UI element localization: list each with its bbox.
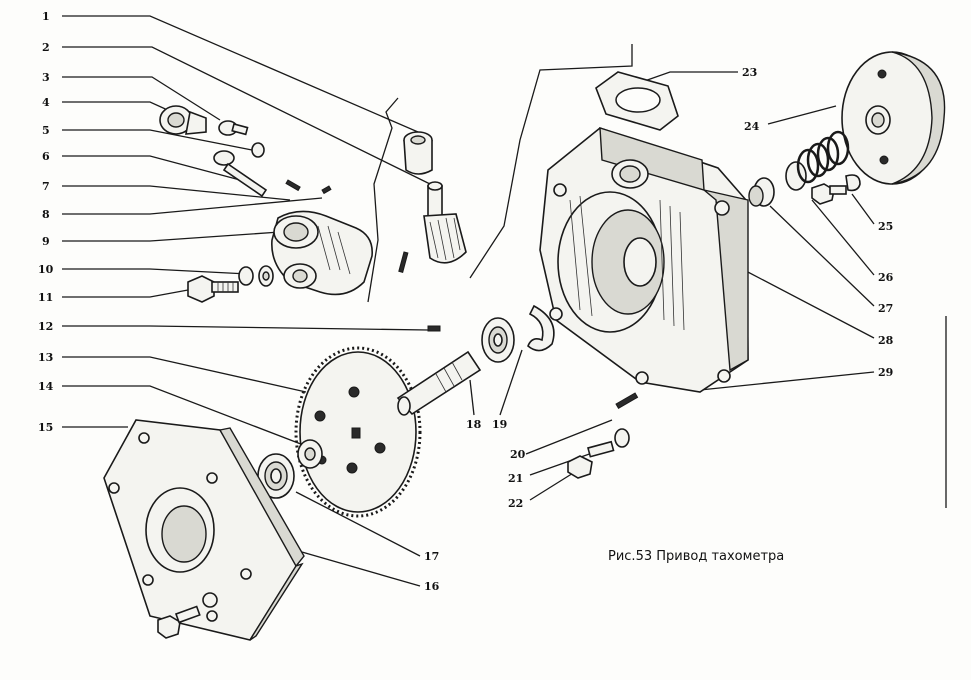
callout-numbers: 1 2 3 4 5 6 7 8 9 10 11 12 13 14 15 16 1… — [38, 10, 894, 593]
leader-11 — [62, 289, 189, 298]
part-large-gear — [294, 346, 422, 518]
callout-1: 1 — [42, 10, 50, 23]
part-driven-shaft — [396, 350, 482, 416]
callout-3: 3 — [42, 71, 50, 84]
callout-21: 21 — [508, 472, 523, 485]
leader-19 — [499, 349, 523, 416]
part-bolt-right — [811, 183, 847, 205]
leader-25 — [851, 193, 875, 225]
callout-29: 29 — [878, 366, 893, 379]
leader-26 — [811, 199, 875, 276]
callout-23: 23 — [742, 66, 757, 79]
part-cover-plate — [103, 419, 305, 641]
callout-16: 16 — [424, 580, 440, 593]
leader-14 — [62, 385, 307, 447]
leader-16 — [287, 547, 421, 587]
part-pin-20 — [615, 392, 639, 410]
part-bearing-19 — [481, 317, 515, 363]
leader-1 — [62, 15, 419, 133]
callout-12: 12 — [38, 320, 53, 333]
callout-18: 18 — [466, 418, 482, 431]
leader-8 — [62, 197, 323, 215]
leader-10 — [62, 268, 249, 275]
part-bushing-14 — [297, 439, 323, 469]
part-sleeve — [403, 131, 433, 175]
part-pin-8 — [321, 185, 332, 195]
part-shaft-key — [213, 150, 268, 198]
callout-19: 19 — [492, 418, 507, 431]
leader-17 — [295, 491, 421, 557]
part-pin-7 — [285, 179, 301, 192]
callout-17: 17 — [424, 550, 439, 563]
part-spring — [785, 130, 850, 191]
leader-28 — [743, 269, 875, 339]
callout-26: 26 — [878, 271, 894, 284]
part-lock-washer — [845, 174, 861, 192]
part-pin-between — [398, 251, 409, 273]
part-bolt-22 — [567, 440, 615, 479]
part-end-cap — [841, 51, 946, 185]
part-snap-ring — [527, 304, 555, 352]
leader-2 — [62, 46, 431, 185]
callout-24: 24 — [744, 120, 760, 133]
part-small-screw — [218, 120, 249, 136]
assembly-bracket-left — [367, 97, 399, 303]
callout-27: 27 — [878, 302, 893, 315]
leader-5 — [62, 129, 253, 151]
part-washers-10 — [238, 265, 274, 287]
leader-9 — [62, 231, 281, 242]
part-main-housing — [539, 127, 749, 393]
leader-24 — [767, 105, 837, 125]
leader-3 — [62, 76, 221, 121]
callout-13: 13 — [38, 351, 53, 364]
part-gasket — [595, 71, 679, 131]
callout-20: 20 — [510, 448, 526, 461]
callout-4: 4 — [42, 96, 50, 109]
callout-2: 2 — [42, 41, 50, 54]
leader-13 — [62, 356, 307, 393]
callout-22: 22 — [508, 497, 523, 510]
callout-14: 14 — [38, 380, 54, 393]
part-bearing-17 — [257, 453, 295, 499]
callout-5: 5 — [42, 124, 50, 137]
leader-6 — [62, 155, 241, 181]
part-pin-12 — [427, 325, 441, 332]
callout-9: 9 — [42, 235, 50, 248]
part-cover-bolt — [157, 605, 201, 639]
assembly-bracket-mid — [469, 44, 633, 279]
leader-29 — [699, 371, 875, 391]
part-bushing — [159, 105, 207, 135]
callout-15: 15 — [38, 421, 53, 434]
callout-25: 25 — [878, 220, 893, 233]
leader-7 — [62, 185, 291, 201]
callout-11: 11 — [38, 291, 53, 304]
part-pinion-gear — [423, 181, 467, 264]
leader-20 — [525, 419, 613, 455]
part-small-washer — [251, 142, 265, 158]
callout-8: 8 — [42, 208, 50, 221]
leader-22 — [529, 469, 579, 501]
leader-18 — [469, 379, 475, 416]
callout-6: 6 — [42, 150, 50, 163]
part-angle-housing — [271, 210, 373, 296]
callout-10: 10 — [38, 263, 54, 276]
callout-7: 7 — [42, 180, 50, 193]
figure-caption: Рис.53 Привод тахометра — [608, 549, 784, 564]
leader-12 — [62, 325, 429, 331]
leader-4 — [62, 101, 173, 113]
part-bolt-11 — [187, 275, 239, 303]
part-washer-21 — [614, 428, 630, 448]
leader-27 — [769, 205, 875, 307]
part-plug — [748, 177, 775, 207]
callout-28: 28 — [878, 334, 894, 347]
